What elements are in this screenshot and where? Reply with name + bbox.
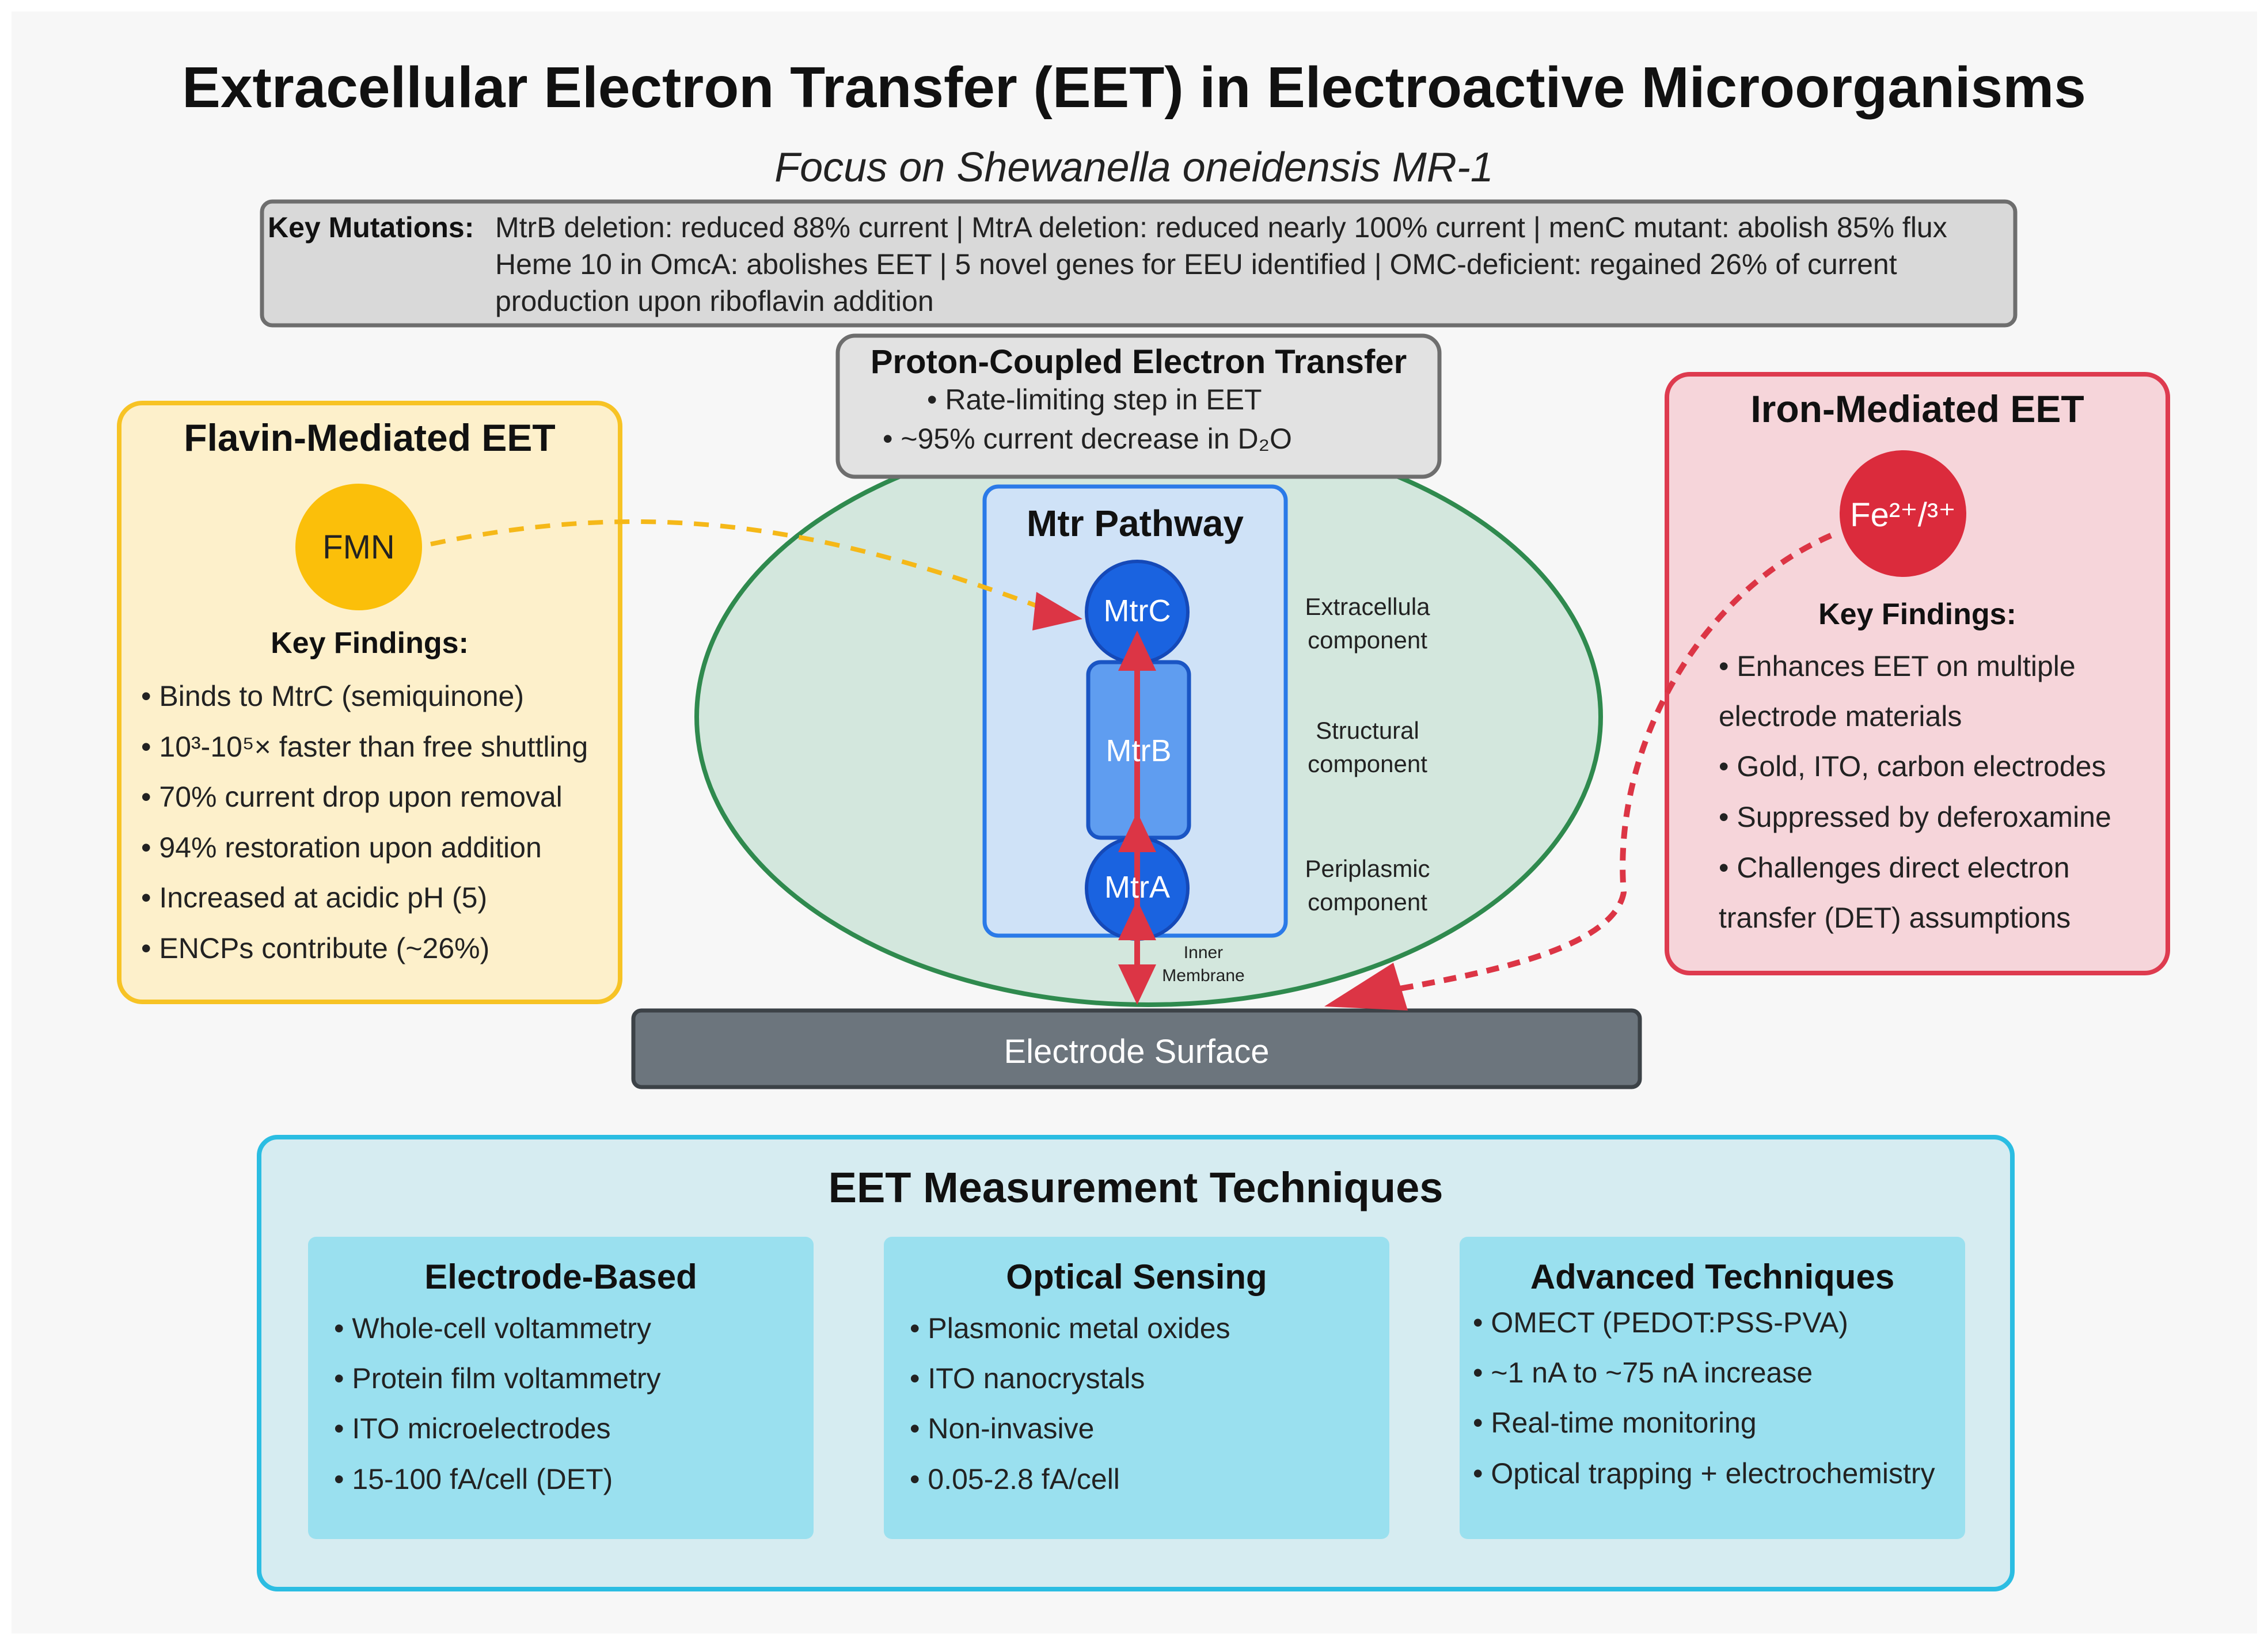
flavin-arrowhead xyxy=(1032,592,1082,630)
optical-sensing-title: Optical Sensing xyxy=(1006,1258,1267,1296)
component-line: component xyxy=(1308,626,1427,654)
technique-item: • Protein film voltammetry xyxy=(334,1362,661,1395)
technique-item: • Non-invasive xyxy=(910,1412,1095,1445)
technique-item: • Optical trapping + electrochemistry xyxy=(1473,1457,1935,1490)
technique-item: • 15-100 fA/cell (DET) xyxy=(334,1463,613,1495)
fe-circle xyxy=(1840,450,1966,577)
inner-membrane-label: Inner Membrane xyxy=(1146,941,1261,987)
technique-item: • ITO nanocrystals xyxy=(910,1362,1145,1395)
pcet-item: • Rate-limiting step in EET xyxy=(927,383,1262,416)
iron-finding: • Gold, ITO, carbon electrodes xyxy=(1719,750,2106,782)
fmn-circle xyxy=(295,484,422,610)
pcet-box xyxy=(835,333,1442,479)
arrowhead-to-mtrc xyxy=(1118,630,1156,671)
mtr-title: Mtr Pathway xyxy=(1027,503,1244,544)
flavin-box xyxy=(117,401,622,1004)
page-title: Extracellular Electron Transfer (EET) in… xyxy=(182,55,2086,120)
mtra-label: MtrA xyxy=(1104,870,1170,905)
iron-finding: • Enhances EET on multiple xyxy=(1719,650,2076,682)
iron-finding: transfer (DET) assumptions xyxy=(1719,902,2071,934)
technique-item: • Plasmonic metal oxides xyxy=(910,1312,1230,1344)
membrane-line: Inner xyxy=(1183,943,1224,962)
electrode-based-title: Electrode-Based xyxy=(424,1258,697,1296)
pcet-item: • ~95% current decrease in D₂O xyxy=(883,423,1292,455)
fe-label: Fe²⁺/³⁺ xyxy=(1850,496,1956,534)
iron-arrow xyxy=(1358,533,1832,999)
mtrb-component-label: Structural component xyxy=(1290,714,1445,781)
flavin-finding: • 70% current drop upon removal xyxy=(141,781,563,813)
mtrc-component-label: Extracellula component xyxy=(1290,590,1445,657)
mutations-box xyxy=(260,199,2018,328)
mtrb-label: MtrB xyxy=(1105,734,1172,768)
iron-findings-title: Key Findings: xyxy=(1818,598,2016,631)
flavin-finding: • ENCPs contribute (~26%) xyxy=(141,932,490,964)
advanced-techniques-title: Advanced Techniques xyxy=(1530,1258,1895,1296)
mutations-label: Key Mutations: xyxy=(268,211,474,244)
component-line: Extracellula xyxy=(1305,593,1430,620)
flavin-title: Flavin-Mediated EET xyxy=(184,416,556,459)
electrode-label: Electrode Surface xyxy=(1004,1033,1270,1070)
arrowhead-to-mtrb xyxy=(1118,812,1156,852)
flavin-arrow xyxy=(430,519,1058,616)
mutation-line: MtrB deletion: reduced 88% current | Mtr… xyxy=(495,211,1947,244)
electrode-based-box xyxy=(308,1237,814,1539)
arrowhead-from-electrode xyxy=(1118,900,1156,940)
iron-arrowhead xyxy=(1324,963,1408,1010)
flavin-finding: • Binds to MtrC (semiquinone) xyxy=(141,680,524,712)
component-line: Structural xyxy=(1316,717,1419,744)
technique-item: • ~1 nA to ~75 nA increase xyxy=(1473,1357,1813,1389)
technique-item: • Real-time monitoring xyxy=(1473,1407,1757,1439)
technique-item: • Whole-cell voltammetry xyxy=(334,1312,651,1344)
mutation-line: Heme 10 in OmcA: abolishes EET | 5 novel… xyxy=(495,248,1897,280)
pcet-title: Proton-Coupled Electron Transfer xyxy=(870,343,1407,381)
flavin-finding: • 10³-10⁵× faster than free shuttling xyxy=(141,731,588,763)
iron-title: Iron-Mediated EET xyxy=(1750,387,2084,430)
optical-sensing-box xyxy=(884,1237,1389,1539)
iron-finding: electrode materials xyxy=(1719,700,1962,732)
advanced-techniques-box xyxy=(1460,1237,1965,1539)
arrowhead-to-electrode xyxy=(1118,964,1156,1005)
mtra-component-label: Periplasmic component xyxy=(1290,852,1445,919)
techniques-title: EET Measurement Techniques xyxy=(828,1164,1443,1211)
mutation-line: production upon riboflavin addition xyxy=(495,285,934,317)
technique-item: • OMECT (PEDOT:PSS-PVA) xyxy=(1473,1306,1848,1339)
flavin-finding: • Increased at acidic pH (5) xyxy=(141,882,488,914)
fmn-label: FMN xyxy=(322,529,395,566)
electrode-bar xyxy=(631,1008,1642,1089)
iron-box xyxy=(1665,372,2170,975)
iron-finding: • Challenges direct electron xyxy=(1719,852,2070,884)
page-subtitle: Focus on Shewanella oneidensis MR-1 xyxy=(774,145,1494,191)
iron-finding: • Suppressed by deferoxamine xyxy=(1719,801,2111,833)
membrane-line: Membrane xyxy=(1162,966,1245,985)
technique-item: • 0.05-2.8 fA/cell xyxy=(910,1463,1120,1495)
technique-item: • ITO microelectrodes xyxy=(334,1412,611,1445)
flavin-finding: • 94% restoration upon addition xyxy=(141,831,542,864)
flavin-findings-title: Key Findings: xyxy=(271,626,469,660)
mtrc-label: MtrC xyxy=(1103,594,1171,628)
component-line: component xyxy=(1308,888,1427,915)
component-line: Periplasmic xyxy=(1305,855,1430,882)
component-line: component xyxy=(1308,750,1427,777)
